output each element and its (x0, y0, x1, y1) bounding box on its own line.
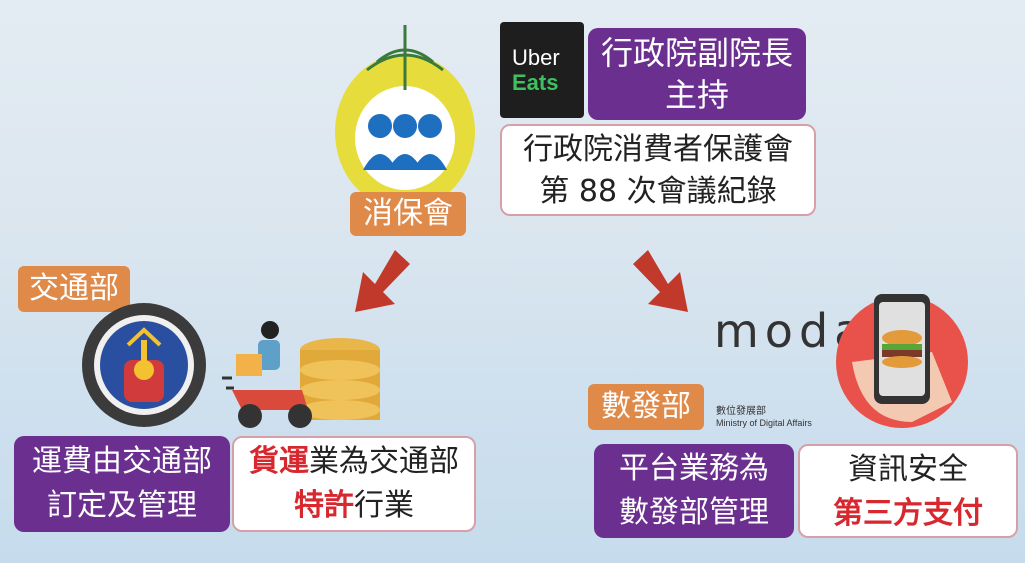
security-line2: 第三方支付 (833, 496, 983, 531)
vice-premier-line1: 行政院副院長 (600, 34, 793, 72)
vice-premier-line2: 主持 (664, 76, 729, 114)
arrow-down-right-icon (633, 250, 688, 312)
freight-industry-emphasis2: 特許 (294, 488, 354, 523)
digital-ministry-label: 數發部 (588, 384, 704, 430)
consumer-council-logo (325, 20, 485, 210)
uber-eats-logo: Uber Eats (500, 22, 584, 118)
gear-emblem-icon (82, 303, 206, 427)
security-line1: 資訊安全 (848, 452, 968, 487)
digital-ministry-subtitle-zh: 數位發展部 (716, 406, 766, 417)
delivery-illustration (222, 318, 392, 436)
freight-industry-emphasis1: 貨運 (249, 444, 309, 479)
meeting-record-box: 行政院消費者保護會 第 88 次會議紀錄 (500, 124, 816, 216)
uber-text: Uber (512, 45, 560, 70)
arrow-down-left-icon (355, 250, 410, 312)
freight-industry-box: 貨運業為交通部 特許行業 (232, 436, 476, 532)
freight-industry-line2: 特許行業 (234, 484, 474, 528)
meeting-record-line2: 第 88 次會議紀錄 (539, 174, 777, 209)
vice-premier-box: 行政院副院長 主持 (588, 28, 806, 120)
delivery-scooter-icon (222, 321, 380, 428)
transport-ministry-label: 交通部 (18, 266, 130, 312)
freight-fee-line1: 運費由交通部 (32, 444, 212, 479)
consumer-council-emblem-icon (335, 25, 475, 210)
freight-industry-line1: 貨運業為交通部 (234, 440, 474, 484)
freight-fee-box: 運費由交通部 訂定及管理 (14, 436, 230, 532)
freight-industry-text2: 行業 (354, 488, 414, 523)
consumer-council-label: 消保會 (350, 192, 466, 236)
freight-industry-text1: 業為交通部 (309, 444, 459, 479)
transport-ministry-emblem (80, 300, 208, 430)
platform-line2: 數發部管理 (619, 495, 769, 530)
phone-illustration (832, 282, 972, 432)
digital-ministry-subtitle-en: Ministry of Digital Affairs (716, 418, 812, 428)
platform-line1: 平台業務為 (619, 451, 769, 486)
eats-text: Eats (512, 70, 559, 95)
security-box: 資訊安全 第三方支付 (798, 444, 1018, 538)
phone-burger-icon (836, 294, 968, 428)
platform-box: 平台業務為 數發部管理 (594, 444, 794, 538)
meeting-record-line1: 行政院消費者保護會 (523, 132, 793, 167)
freight-fee-line2: 訂定及管理 (47, 488, 197, 523)
